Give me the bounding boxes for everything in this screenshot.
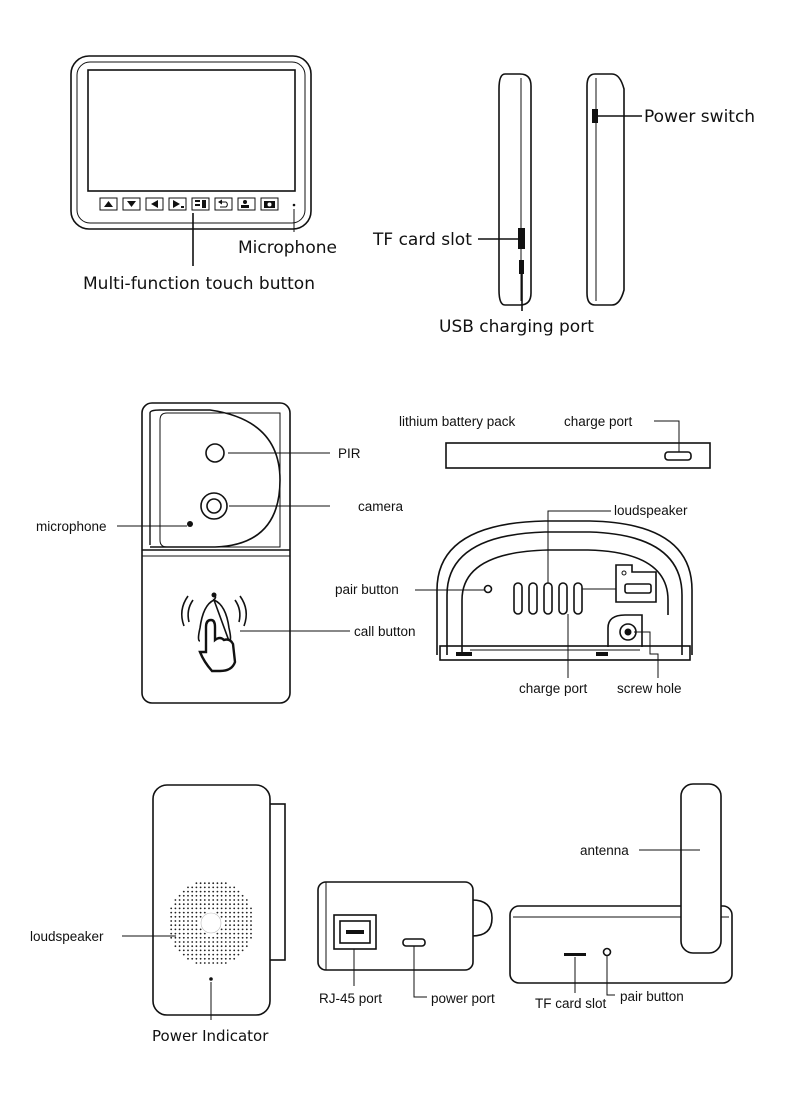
doorbell-front <box>117 402 350 704</box>
power-switch-icon[interactable] <box>592 109 598 123</box>
up-arrow-icon[interactable] <box>99 197 118 211</box>
down-arrow-icon[interactable] <box>122 197 141 211</box>
label-camera: camera <box>358 499 404 514</box>
rj45-port-icon <box>333 914 377 950</box>
touch-button-row <box>99 197 279 211</box>
loudspeaker-slots <box>513 582 583 615</box>
left-arrow-icon[interactable] <box>145 197 164 211</box>
label-power-switch: Power switch <box>644 107 755 127</box>
bell-call-icon[interactable] <box>180 592 248 673</box>
menu-icon[interactable] <box>191 197 210 211</box>
label-charge-port-back: charge port <box>519 681 588 696</box>
label-microphone-monitor: Microphone <box>238 238 337 258</box>
monitor-side-left <box>478 73 532 311</box>
monitor-microphone-hole <box>292 203 296 207</box>
pir-sensor-icon <box>205 443 225 463</box>
label-microphone-doorbell: microphone <box>36 519 107 534</box>
antenna-icon <box>680 783 722 954</box>
label-charge-port-battery: charge port <box>564 414 633 429</box>
hub-box <box>317 881 493 998</box>
battery-pack <box>445 420 711 469</box>
doorbell-back <box>415 510 693 678</box>
label-rj45-port: RJ-45 port <box>319 991 382 1006</box>
label-power-indicator: Power Indicator <box>152 1027 269 1045</box>
label-antenna: antenna <box>580 843 629 858</box>
label-screw-hole: screw hole <box>617 681 682 696</box>
label-lithium-battery-pack: lithium battery pack <box>399 414 516 429</box>
label-call-button: call button <box>354 624 416 639</box>
tf-card-slot-base-icon <box>564 953 586 956</box>
pair-button-base-icon[interactable] <box>602 947 612 957</box>
monitor-front <box>70 55 312 266</box>
label-multi-function-touch-button: Multi-function touch button <box>83 274 315 294</box>
base-station <box>509 783 733 996</box>
charge-port-back-icon <box>624 583 652 594</box>
label-pair-button-base: pair button <box>620 989 684 1004</box>
label-loudspeaker-chime: loudspeaker <box>30 929 104 944</box>
camera-lens-icon <box>200 492 228 520</box>
user-icon[interactable] <box>237 197 256 211</box>
right-arrow-icon[interactable] <box>168 197 187 211</box>
label-tf-card-slot-base: TF card slot <box>535 996 607 1011</box>
label-usb-charging-port: USB charging port <box>439 317 594 337</box>
label-tf-card-slot-monitor: TF card slot <box>372 230 472 250</box>
power-indicator-led <box>209 977 213 981</box>
camera-icon[interactable] <box>260 197 279 211</box>
usb-port-side <box>519 260 524 274</box>
pair-button-back-icon[interactable] <box>483 584 493 594</box>
battery-charge-port-icon <box>664 451 692 461</box>
tf-card-slot-side <box>518 228 525 249</box>
microphone-hole-icon <box>187 521 193 527</box>
monitor-side-right <box>586 73 642 306</box>
label-loudspeaker-back: loudspeaker <box>614 503 688 518</box>
chime-unit <box>122 784 286 1020</box>
label-pair-button-back: pair button <box>335 582 399 597</box>
loudspeaker-grille-icon <box>170 882 252 964</box>
label-pir: PIR <box>338 446 361 461</box>
back-icon[interactable] <box>214 197 233 211</box>
label-power-port: power port <box>431 991 495 1006</box>
